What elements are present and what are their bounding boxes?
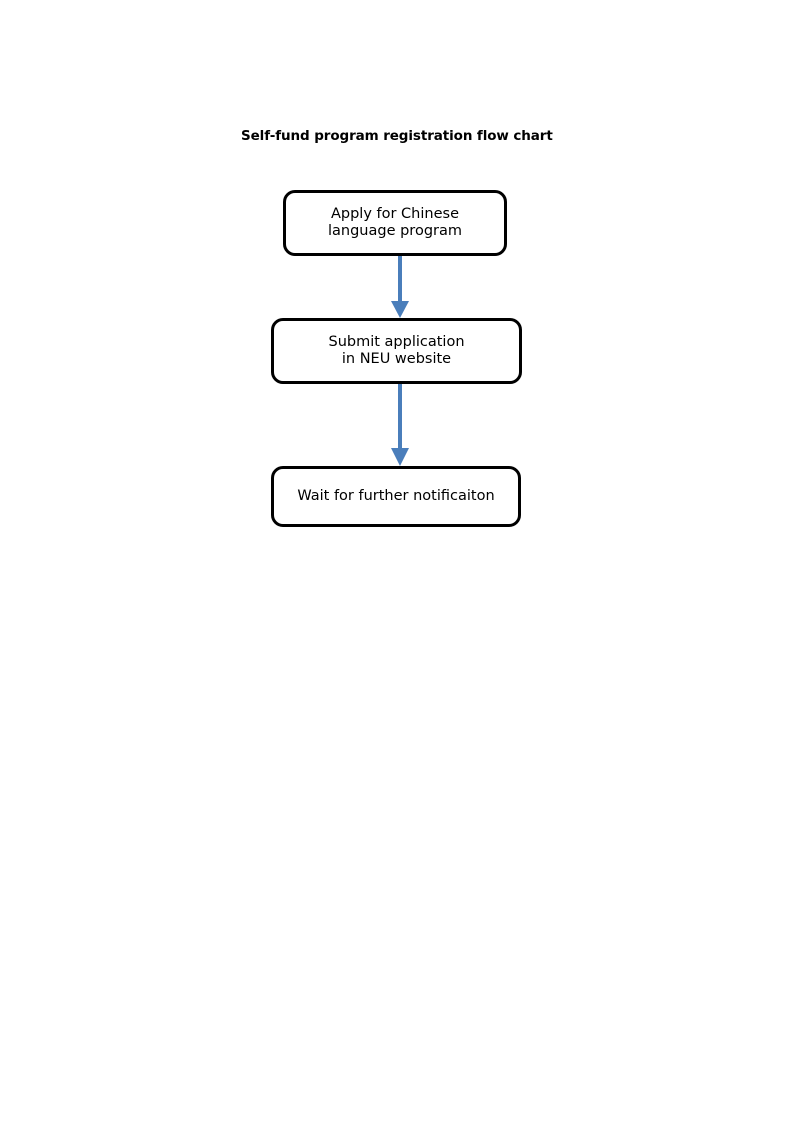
flow-node-label: Wait for further notificaiton [297, 488, 495, 504]
page-title: Self-fund program registration flow char… [241, 128, 553, 144]
flow-arrow-down-icon [386, 382, 414, 468]
flow-node-step-3[interactable]: Wait for further notificaiton [271, 466, 521, 527]
flow-node-label: Apply for Chinese language program [327, 206, 462, 239]
flow-node-step-1[interactable]: Apply for Chinese language program [283, 190, 507, 256]
flow-node-label: Submit application in NEU website [328, 334, 465, 367]
flow-node-step-2[interactable]: Submit application in NEU website [271, 318, 522, 384]
flow-arrow-down-icon [386, 254, 414, 320]
